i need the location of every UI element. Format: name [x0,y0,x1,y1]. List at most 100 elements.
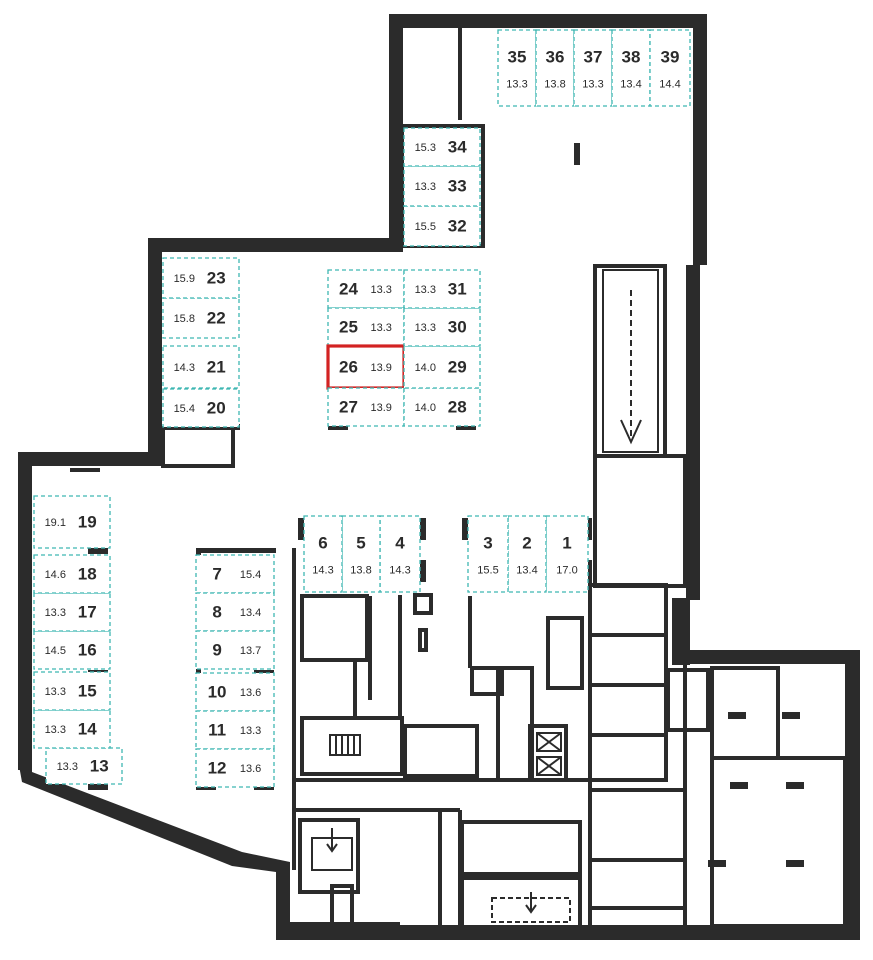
spot-outline[interactable] [33,554,111,594]
spot-area: 15.3 [415,142,436,154]
spot-outline[interactable] [33,592,111,632]
spot-outline[interactable] [195,554,275,594]
exit-down-icon [311,828,571,923]
spot-outline[interactable] [45,747,123,785]
spot-number: 2 [522,534,531,553]
spot-outline[interactable] [162,388,240,428]
spot-outline[interactable] [403,345,481,389]
spot-outline[interactable] [403,307,481,347]
spot-area: 14.4 [659,79,680,91]
spot-outline[interactable] [611,29,651,107]
spot-area: 13.3 [582,79,603,91]
spot-outline[interactable] [403,205,481,247]
spot-outline[interactable] [33,630,111,670]
spot-outline[interactable] [403,127,481,167]
spot-area: 13.9 [370,402,391,414]
selected-spot-outline[interactable] [326,344,406,390]
spot-outline[interactable] [195,748,275,788]
spot-number: 35 [508,48,527,67]
spot-outline[interactable] [303,515,343,593]
spot-number: 6 [318,534,327,553]
spot-outline[interactable] [403,165,481,207]
spot-area: 13.3 [415,181,436,193]
spot-area: 13.4 [620,79,641,91]
spot-outline[interactable] [467,515,509,593]
spot-area: 13.8 [544,79,565,91]
parking-spot-2[interactable]: 213.4 [507,515,547,593]
spot-outline[interactable] [497,29,537,107]
spot-outline[interactable] [195,592,275,632]
spot-outline[interactable] [33,671,111,711]
spot-area: 14.3 [312,565,333,577]
spot-outline[interactable] [535,29,575,107]
spot-outline[interactable] [573,29,613,107]
parking-spot-5[interactable]: 513.8 [341,515,381,593]
spot-outline[interactable] [341,515,381,593]
parking-spot-4[interactable]: 414.3 [379,515,421,593]
spot-number: 4 [395,534,405,553]
spot-outline[interactable] [195,630,275,670]
spot-number: 5 [356,534,365,553]
spot-number: 18 [78,564,97,583]
spot-number: 20 [207,398,226,417]
spot-number: 26 [339,357,358,376]
spot-outline[interactable] [162,345,240,389]
spot-outline[interactable] [195,710,275,750]
spot-outline[interactable] [545,515,589,593]
interior-rooms [161,28,847,930]
spot-area: 13.3 [240,725,261,737]
spot-number: 14 [78,719,97,738]
stair-icon [329,734,361,756]
spot-outline[interactable] [327,269,405,309]
spot-number: 25 [339,317,358,336]
spot-area: 17.0 [556,565,577,577]
parking-spot-3[interactable]: 315.5 [467,515,509,593]
spot-outline[interactable] [327,387,405,427]
spot-outline[interactable] [649,29,691,107]
parking-spot-20[interactable]: 20 15.4 [162,388,240,428]
spot-outline[interactable] [33,495,111,549]
spot-area: 14.3 [174,362,195,374]
spot-outline[interactable] [379,515,421,593]
spot-outline[interactable] [507,515,547,593]
spot-area: 13.3 [45,686,66,698]
spot-outline[interactable] [403,269,481,309]
spot-area: 15.4 [174,403,195,415]
spot-outline[interactable] [162,257,240,299]
parking-spot-1[interactable]: 117.0 [545,515,589,593]
parking-spot-6[interactable]: 614.3 [303,515,343,593]
